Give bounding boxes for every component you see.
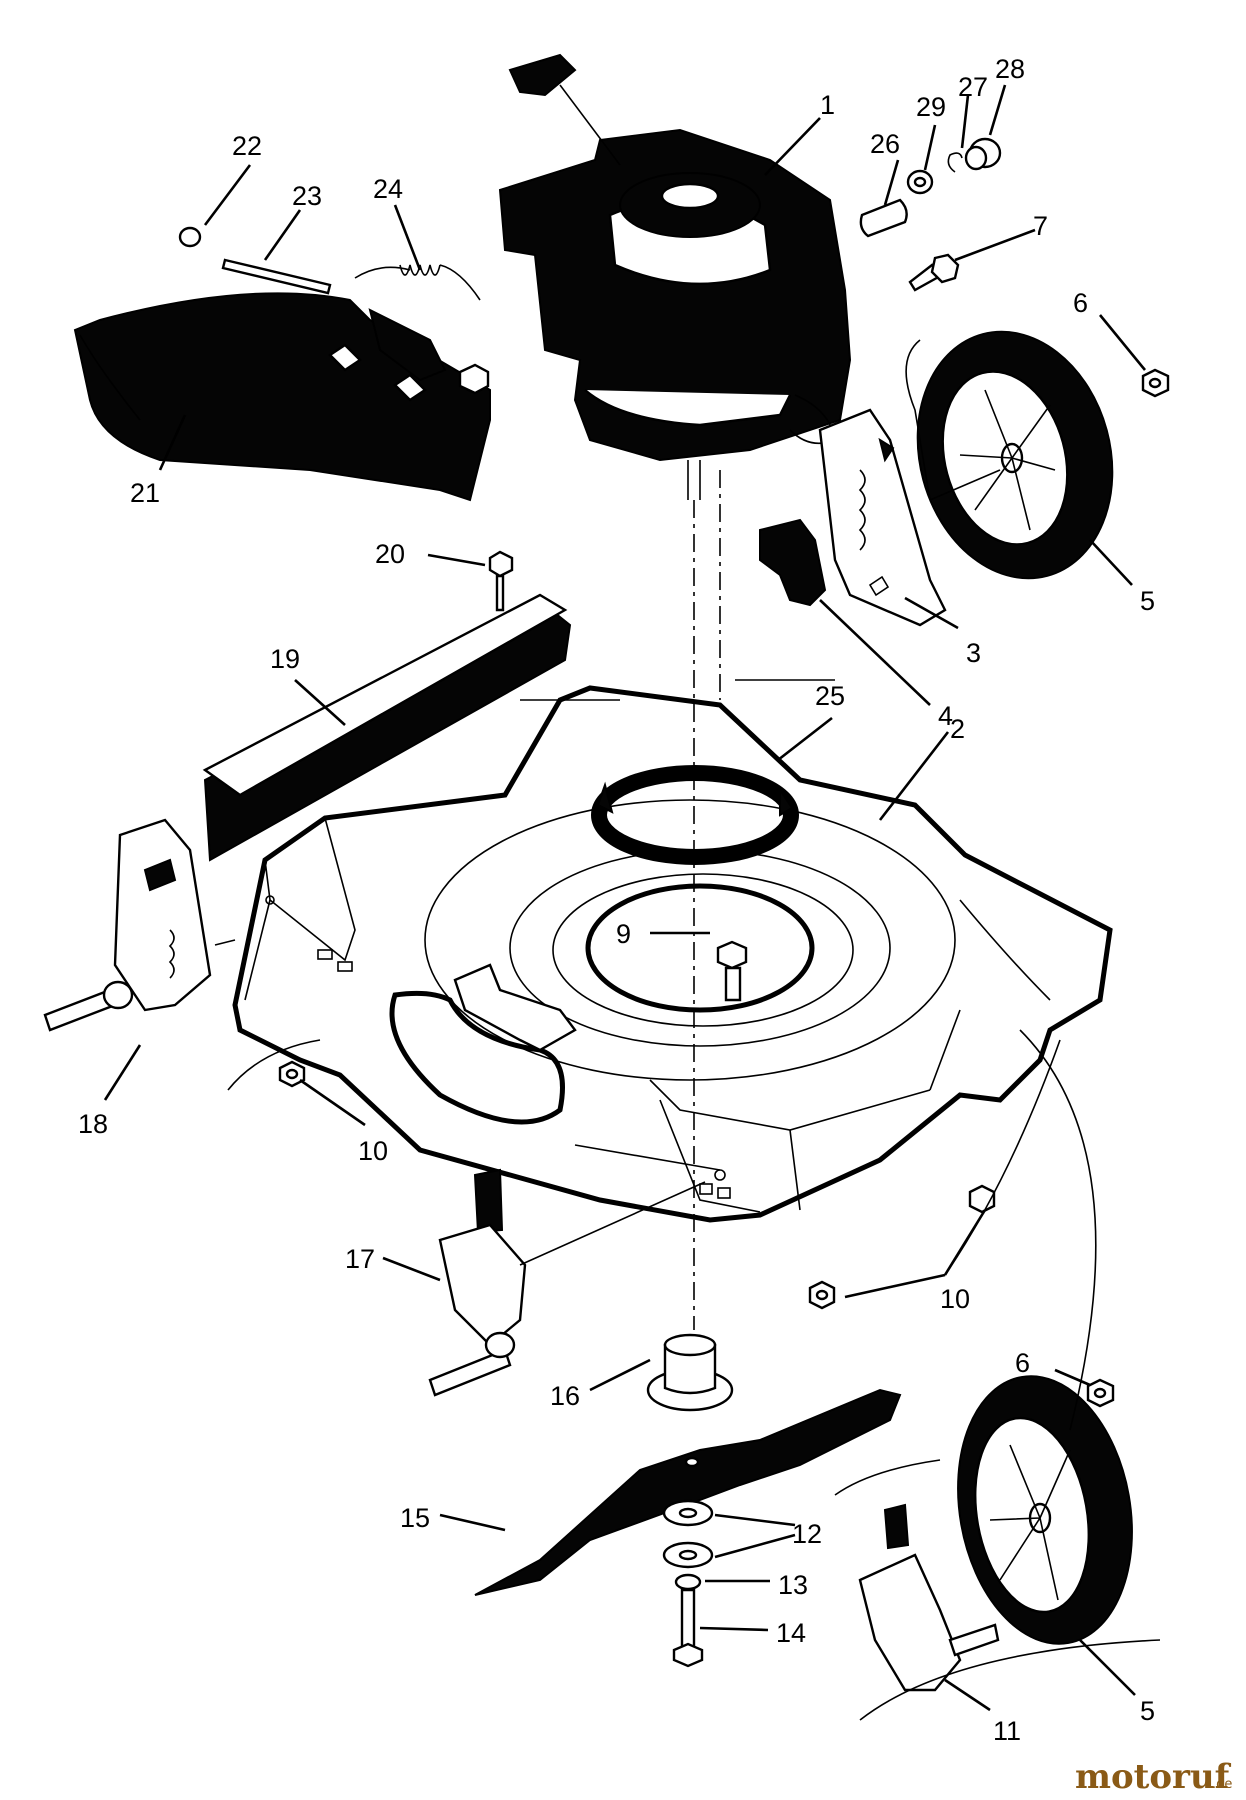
callout-23: 23 <box>292 181 322 211</box>
callout-27: 27 <box>958 72 988 102</box>
spring-part-24 <box>354 264 481 301</box>
callout-6-bottom: 6 <box>1015 1348 1030 1378</box>
callout-labels: 1 2 3 4 5 5 6 6 7 9 10 10 11 12 13 14 15… <box>78 54 1155 1746</box>
callout-9: 9 <box>616 919 631 949</box>
callout-28: 28 <box>995 54 1025 84</box>
wheel-part-5-front <box>957 1375 1133 1645</box>
bolt-part-9 <box>716 940 748 1002</box>
callout-16: 16 <box>550 1381 580 1411</box>
nut-flap <box>458 363 490 395</box>
callout-29: 29 <box>916 92 946 122</box>
callout-3: 3 <box>966 638 981 668</box>
watermark: motoruf .de <box>1075 1757 1232 1797</box>
screw-part-20 <box>488 550 514 612</box>
callout-13: 13 <box>778 1570 808 1600</box>
clip-part-27 <box>947 152 963 173</box>
rear-flap-part-21 <box>73 292 491 502</box>
lock-washer-part-13 <box>674 1573 702 1591</box>
height-adjuster-part-3 <box>818 408 947 627</box>
callout-14: 14 <box>776 1618 806 1648</box>
callout-10-right: 10 <box>940 1284 970 1314</box>
callout-10-left: 10 <box>358 1136 388 1166</box>
callout-5-rear: 5 <box>1140 586 1155 616</box>
callout-21: 21 <box>130 478 160 508</box>
spacer-part-26 <box>859 198 908 238</box>
side-chute-part-19 <box>202 593 572 862</box>
callout-15: 15 <box>400 1503 430 1533</box>
nut-part-6-bottom <box>1086 1378 1115 1408</box>
callout-24: 24 <box>373 174 403 204</box>
callout-6-top: 6 <box>1073 288 1088 318</box>
wheel-part-5-rear <box>916 330 1114 580</box>
leader-lines <box>103 84 1147 1712</box>
washer-part-12-upper <box>662 1499 714 1527</box>
bushing-part-28 <box>964 137 1002 171</box>
bolt-part-22 <box>178 226 202 248</box>
nut-part-10-right-lower <box>808 1280 836 1310</box>
callout-18: 18 <box>78 1109 108 1139</box>
height-adjuster-part-17 <box>428 1168 527 1397</box>
callout-22: 22 <box>232 131 262 161</box>
guide-lines <box>214 339 1161 1721</box>
adjuster-handle-part-4 <box>759 518 827 607</box>
baffle-ring-part-25 <box>591 765 799 865</box>
bolt-part-7 <box>908 253 960 292</box>
callout-7: 7 <box>1033 211 1048 241</box>
washer-part-12-lower <box>662 1541 714 1569</box>
nut-part-10-left <box>278 1060 306 1088</box>
hinge-rod-part-23 <box>221 258 332 295</box>
callout-5-front: 5 <box>1140 1696 1155 1726</box>
blade-adapter-part-16 <box>646 1333 734 1412</box>
watermark-name: motoruf <box>1075 1757 1232 1797</box>
washer-part-29 <box>906 169 934 195</box>
callout-20: 20 <box>375 539 405 569</box>
nut-part-6-top <box>1141 368 1170 398</box>
callout-4: 4 <box>938 701 953 731</box>
callout-26: 26 <box>870 129 900 159</box>
deck-part-2 <box>232 685 1113 1223</box>
callout-25: 25 <box>815 681 845 711</box>
callout-11: 11 <box>993 1716 1021 1746</box>
callout-19: 19 <box>270 644 300 674</box>
height-adjuster-part-18 <box>43 818 212 1032</box>
blade-part-15 <box>474 1388 902 1596</box>
callout-12: 12 <box>792 1519 822 1549</box>
bolt-part-14 <box>672 1588 704 1668</box>
callout-17: 17 <box>345 1244 375 1274</box>
callout-2: 2 <box>950 714 965 744</box>
watermark-suffix: .de <box>1212 1777 1232 1792</box>
engine-part-1 <box>498 53 852 1330</box>
callout-1: 1 <box>820 90 835 120</box>
